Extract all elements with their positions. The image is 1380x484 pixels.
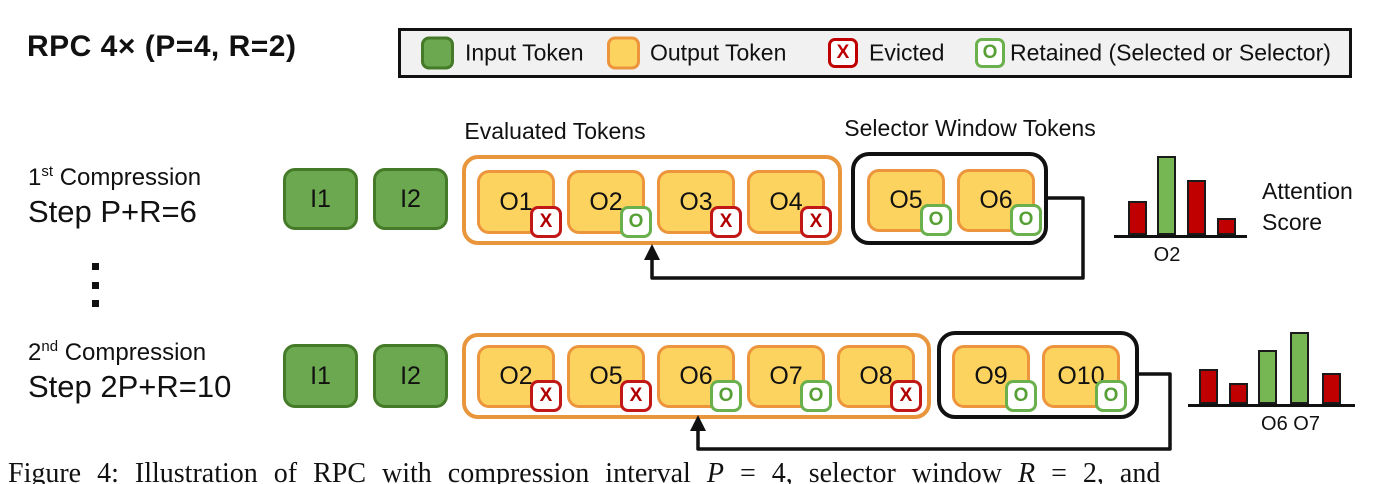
figure-title: RPC 4× (P=4, R=2) <box>27 30 297 63</box>
token-label: I1 <box>310 184 331 213</box>
chart2-bar-1 <box>1199 369 1218 404</box>
token-label: O1 <box>499 187 533 216</box>
evicted-x-icon: X <box>890 380 922 412</box>
retained-o-icon: O <box>1010 204 1042 236</box>
row1-ordinal: 1 <box>28 164 42 191</box>
caption-var-r: R <box>1018 458 1036 484</box>
chart1-tick-label: O2 <box>1153 244 1181 266</box>
row2-ordinal-suffix: nd <box>41 338 59 355</box>
retained-o-icon: O <box>975 38 1005 68</box>
evicted-x-icon: X <box>800 206 832 238</box>
row2-compression-word: Compression <box>58 339 207 366</box>
evicted-x-icon: X <box>530 380 562 412</box>
evicted-x-icon: X <box>620 380 652 412</box>
chart2-bar-o7 <box>1290 332 1309 404</box>
evicted-x-icon: X <box>828 38 858 68</box>
attention-score-label: Attention Score <box>1262 176 1353 238</box>
caption-var-p: P <box>706 458 724 484</box>
row1-arrowhead-icon <box>644 244 660 260</box>
row1-step-equation: Step P+R=6 <box>28 194 197 229</box>
caption-text: = 2, and <box>1035 458 1161 484</box>
chart2-tick-label: O6 O7 <box>1261 413 1320 435</box>
legend-input-label: Input Token <box>465 39 584 66</box>
retained-o-icon: O <box>1095 380 1127 412</box>
token-label: O2 <box>499 362 533 390</box>
token-label: O5 <box>589 362 623 390</box>
caption-text: Figure 4: Illustration of RPC with compr… <box>8 458 707 484</box>
legend-evicted-label: Evicted <box>869 39 945 66</box>
chart2-bar-2 <box>1229 383 1248 404</box>
input-token-swatch-icon <box>421 36 454 70</box>
token-label: O4 <box>769 187 803 216</box>
vertical-ellipsis-dot <box>92 282 99 289</box>
token-label: O6 <box>979 186 1013 214</box>
row2-step-label: 2nd Compression Step 2P+R=10 <box>28 338 231 405</box>
chart1-plot-area <box>1114 156 1247 238</box>
token-label: O6 <box>679 362 713 390</box>
selector-window-tokens-label: Selector Window Tokens <box>844 115 1096 141</box>
legend: Input Token Output Token X Evicted O Ret… <box>398 28 1352 78</box>
evicted-x-icon: X <box>710 206 742 238</box>
chart2-bar-o6 <box>1258 350 1277 404</box>
token-label: O3 <box>679 187 713 216</box>
row1-compression-word: Compression <box>53 164 202 191</box>
retained-o-icon: O <box>920 204 952 236</box>
token-row2-i1: I1 <box>283 344 358 408</box>
token-row2-i2: I2 <box>373 344 448 408</box>
chart1-bar-4 <box>1217 218 1236 235</box>
vertical-ellipsis-dot <box>92 300 99 307</box>
chart1-bar-3 <box>1187 180 1206 235</box>
retained-o-icon: O <box>620 206 652 238</box>
row2-step-equation: Step 2P+R=10 <box>28 369 232 404</box>
token-label: O5 <box>889 186 923 214</box>
token-label: O7 <box>769 362 803 390</box>
token-label: I2 <box>400 361 421 390</box>
evicted-x-icon: X <box>530 206 562 238</box>
retained-o-icon: O <box>710 380 742 412</box>
legend-retained-label: Retained (Selected or Selector) <box>1010 39 1331 66</box>
token-row1-i1: I1 <box>283 168 358 230</box>
chart1-bar-o2 <box>1157 156 1176 235</box>
retained-o-icon: O <box>1005 380 1037 412</box>
attention-score-line2: Score <box>1262 209 1323 235</box>
chart2-plot-area <box>1188 332 1355 407</box>
token-label: O2 <box>589 187 623 216</box>
legend-output-label: Output Token <box>650 39 787 66</box>
output-token-swatch-icon <box>607 36 640 70</box>
attention-score-line1: Attention <box>1262 178 1353 204</box>
token-label: I2 <box>400 184 421 213</box>
attention-chart-row2: O6 O7 <box>1188 332 1355 435</box>
row1-ordinal-suffix: st <box>41 163 54 180</box>
row1-step-label: 1st Compression Step P+R=6 <box>28 163 201 230</box>
figure-caption: Figure 4: Illustration of RPC with compr… <box>8 458 1374 484</box>
retained-o-icon: O <box>800 380 832 412</box>
token-label: O8 <box>859 362 893 390</box>
token-label: O9 <box>974 362 1008 390</box>
token-row1-i2: I2 <box>373 168 448 230</box>
chart1-bar-1 <box>1128 201 1147 235</box>
evaluated-tokens-label: Evaluated Tokens <box>464 118 646 144</box>
vertical-ellipsis-dot <box>92 263 99 270</box>
token-label: I1 <box>310 361 331 390</box>
chart2-bar-5 <box>1322 373 1341 404</box>
attention-chart-row1: O2 <box>1114 156 1247 266</box>
row2-ordinal: 2 <box>28 339 42 366</box>
caption-text: = 4, selector window <box>723 458 1019 484</box>
